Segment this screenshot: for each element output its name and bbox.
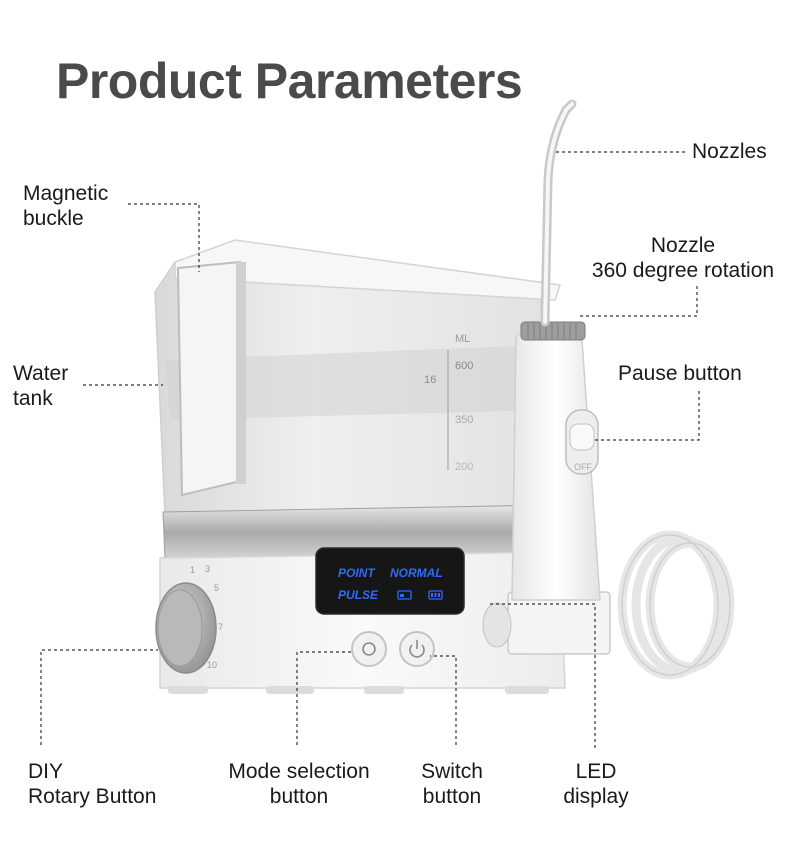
scale-side-mark: 16 (424, 374, 436, 386)
dial-number-10: 10 (207, 660, 217, 670)
mode-selection-button (351, 631, 387, 667)
svg-text:OFF: OFF (574, 462, 592, 472)
display-pulse: PULSE (338, 588, 379, 602)
display-point: POINT (338, 566, 376, 580)
dial-number-1: 1 (190, 565, 195, 575)
display-normal: NORMAL (390, 566, 443, 580)
label-nozzles: Nozzles (692, 140, 767, 163)
label-diy-rotary-line2: Rotary Button (28, 785, 157, 808)
label-switch-button-line2: button (422, 785, 482, 808)
label-pause-button: Pause button (618, 362, 742, 385)
label-magnetic-buckle-line2: buckle (23, 207, 84, 230)
label-mode-selection-line1: Mode selection (228, 760, 370, 783)
scale-mark-600: 600 (455, 360, 473, 372)
dial-number-5: 5 (214, 583, 219, 593)
battery-icon-low (397, 590, 412, 600)
label-led-display: LED display (552, 759, 640, 809)
battery-icon-full (428, 590, 443, 600)
led-display-panel (315, 547, 465, 615)
magnetic-buckle-flap (176, 260, 247, 497)
label-mode-selection-line2: button (269, 785, 329, 808)
label-led-display-line1: LED (575, 760, 617, 783)
scale-unit: ML (455, 333, 470, 345)
label-magnetic-buckle: Magnetic buckle (23, 181, 108, 231)
switch-button (399, 631, 435, 667)
label-diy-rotary-line1: DIY (28, 760, 64, 783)
label-led-display-line2: display (563, 785, 629, 808)
scale-mark-350: 350 (455, 414, 473, 426)
label-water-tank-line2: tank (13, 387, 53, 410)
label-switch-button-line1: Switch (421, 760, 483, 783)
label-nozzle-rotation-line2: 360 degree rotation (591, 259, 775, 282)
label-switch-button: Switch button (410, 759, 494, 809)
scale-mark-200: 200 (455, 461, 473, 473)
diy-rotary-knob (155, 582, 217, 674)
dial-number-7: 7 (218, 622, 223, 632)
label-nozzle-rotation-line1: Nozzle (650, 234, 716, 257)
handle-holder (507, 591, 611, 655)
label-water-tank: Water tank (13, 361, 68, 411)
dial-number-3: 3 (205, 564, 210, 574)
label-nozzle-rotation: Nozzle 360 degree rotation (578, 233, 788, 283)
label-magnetic-buckle-line1: Magnetic (23, 182, 109, 205)
tank-lid (174, 239, 561, 301)
label-water-tank-line1: Water (13, 362, 69, 385)
label-mode-selection: Mode selection button (214, 759, 384, 809)
nozzle-rotation-ring (520, 321, 586, 341)
label-diy-rotary: DIY Rotary Button (28, 759, 156, 809)
page-title: Product Parameters (56, 53, 523, 109)
